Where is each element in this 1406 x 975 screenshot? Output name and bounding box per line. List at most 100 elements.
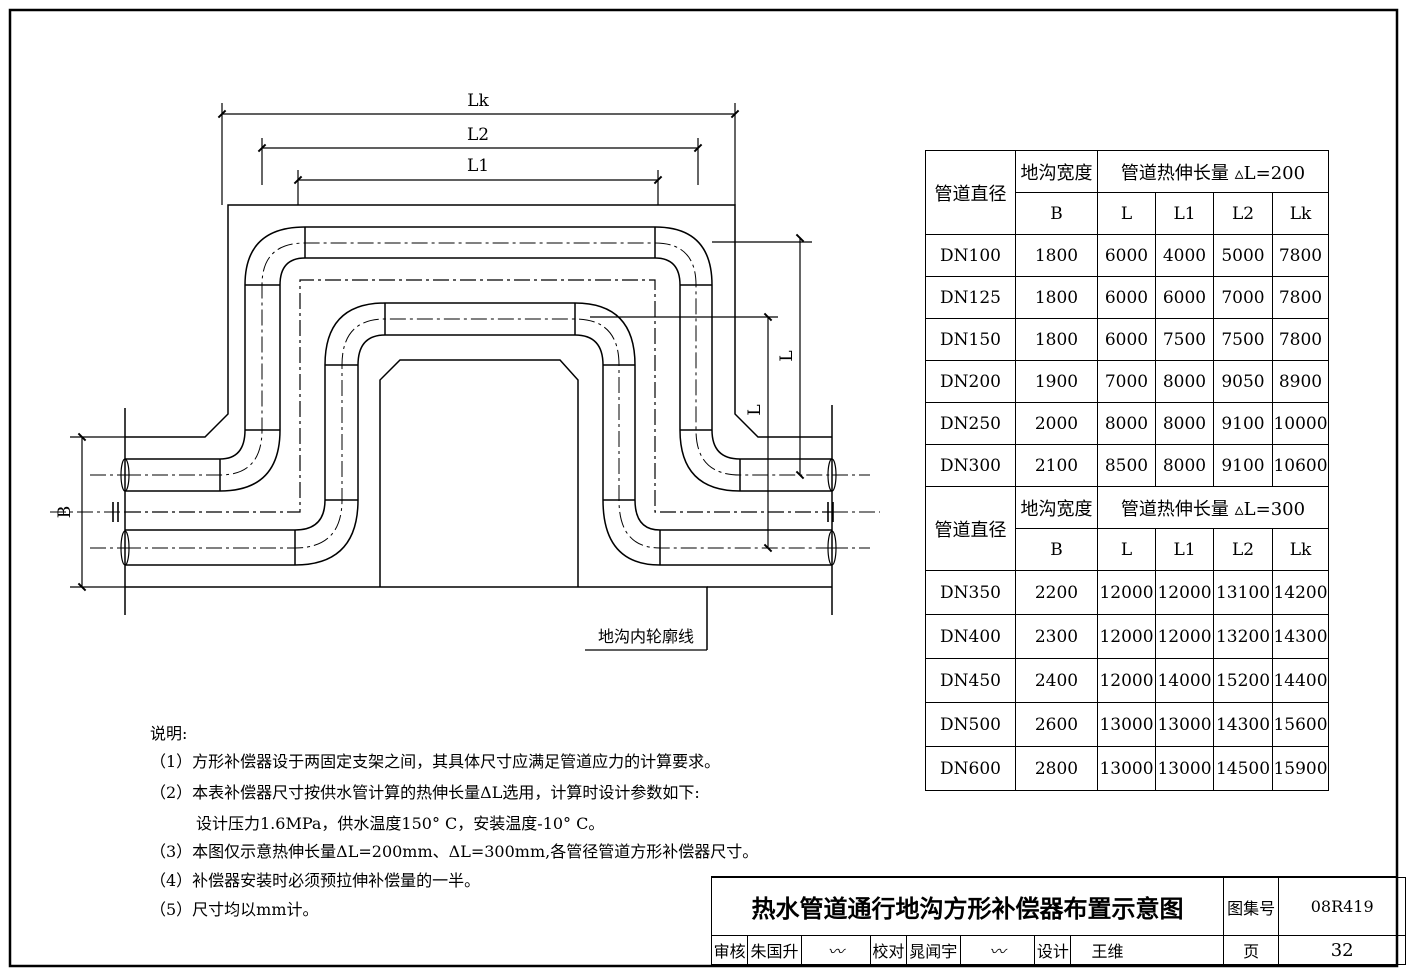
cell-l1: 12000 [1155, 570, 1214, 615]
sub-col-l1: L1 [1155, 192, 1214, 235]
trench-contour [124, 204, 833, 650]
cell-b: 1800 [1015, 234, 1098, 277]
cell-l1: 7500 [1155, 318, 1214, 361]
cell-b: 2200 [1015, 570, 1098, 615]
table-row: DN100 1800 6000 4000 5000 7800 [925, 234, 1329, 277]
cell-pipe: DN100 [925, 234, 1016, 277]
cell-lk: 15600 [1272, 702, 1329, 747]
cell-l1: 6000 [1155, 276, 1214, 319]
cell-l2: 9100 [1213, 444, 1273, 487]
cell-pipe: DN350 [925, 570, 1016, 615]
cell-l1: 8000 [1155, 360, 1214, 403]
cell-lk: 10000 [1272, 402, 1329, 445]
sub-col-l2: L2 [1213, 528, 1273, 571]
dim-b-label: B [55, 506, 75, 519]
compensator-size-table: 管道直径 地沟宽度 管道热伸长量 ▵L=200 B L L1 L2 Lk DN1… [925, 150, 1329, 791]
col-width-header: 地沟宽度 [1015, 486, 1098, 529]
trench-opening [379, 359, 579, 587]
table-row: DN500 2600 13000 13000 14300 15600 [925, 702, 1329, 747]
cell-b: 2300 [1015, 614, 1098, 659]
cell-b: 2100 [1015, 444, 1098, 487]
cell-b: 2400 [1015, 658, 1098, 703]
sub-col-l: L [1097, 192, 1156, 235]
sub-col-l2: L2 [1213, 192, 1273, 235]
col-pipe-header: 管道直径 [925, 150, 1016, 235]
cell-b: 1800 [1015, 276, 1098, 319]
note-item: 设计压力1.6MPa，供水温度150° C，安装温度-10° C。 [196, 814, 605, 833]
col-b-header: B [1015, 528, 1098, 571]
design-label: 设计 [1034, 935, 1072, 965]
review-label: 审核 [710, 935, 749, 965]
cell-b: 2600 [1015, 702, 1098, 747]
cell-lk: 10600 [1272, 444, 1329, 487]
sub-col-l: L [1097, 528, 1156, 571]
cell-l2: 9100 [1213, 402, 1273, 445]
check-label: 校对 [869, 935, 907, 965]
cell-l2: 7000 [1213, 276, 1273, 319]
cell-lk: 14200 [1272, 570, 1329, 615]
note-item: （5）尺寸均以mm计。 [150, 900, 319, 919]
cell-l: 12000 [1097, 658, 1156, 703]
cell-pipe: DN150 [925, 318, 1016, 361]
cell-l: 6000 [1097, 318, 1156, 361]
cell-b: 1900 [1015, 360, 1098, 403]
atlas-no-label: 图集号 [1222, 877, 1280, 936]
reviewer-signature: 〰 [800, 935, 871, 965]
group2-title: 管道热伸长量 ▵L=300 [1097, 486, 1329, 529]
table-row: DN125 1800 6000 6000 7000 7800 [925, 276, 1329, 319]
drawing-title: 热水管道通行地沟方形补偿器布置示意图 [711, 877, 1224, 936]
cell-l: 8500 [1097, 444, 1156, 487]
note-item: （4）补偿器安装时必须预拉伸补偿量的一半。 [150, 871, 481, 890]
cell-l: 13000 [1097, 702, 1156, 747]
inner-loop-pipe [125, 302, 832, 566]
cell-l1: 13000 [1155, 746, 1214, 791]
cell-pipe: DN500 [925, 702, 1016, 747]
cell-pipe: DN400 [925, 614, 1016, 659]
fixed-support-marks [112, 502, 834, 522]
cell-l1: 4000 [1155, 234, 1214, 277]
dim-lk-label: Lk [467, 91, 489, 111]
cell-pipe: DN125 [925, 276, 1016, 319]
cell-l1: 8000 [1155, 444, 1214, 487]
cell-l: 7000 [1097, 360, 1156, 403]
dim-l1-label: L1 [467, 156, 489, 176]
note-item: （3）本图仅示意热伸长量ΔL=200mm、ΔL=300mm,各管径管道方形补偿器… [150, 842, 759, 861]
cell-lk: 14300 [1272, 614, 1329, 659]
cell-l: 13000 [1097, 746, 1156, 791]
cell-lk: 15900 [1272, 746, 1329, 791]
table-row: DN150 1800 6000 7500 7500 7800 [925, 318, 1329, 361]
designer-name: 王维 [1070, 935, 1224, 965]
cell-l2: 14300 [1213, 702, 1273, 747]
page-number: 32 [1278, 935, 1406, 965]
cell-l1: 8000 [1155, 402, 1214, 445]
page-label: 页 [1222, 935, 1280, 965]
sub-col-lk: Lk [1272, 528, 1329, 571]
group1-title: 管道热伸长量 ▵L=200 [1097, 150, 1329, 193]
dim-l-outer-label: L [777, 350, 797, 361]
cell-l1: 14000 [1155, 658, 1214, 703]
checker-signature: 〰 [959, 935, 1036, 965]
cell-lk: 7800 [1272, 234, 1329, 277]
cell-b: 1800 [1015, 318, 1098, 361]
table-row: DN250 2000 8000 8000 9100 10000 [925, 402, 1329, 445]
contour-label: 地沟内轮廓线 [598, 627, 694, 646]
cell-lk: 14400 [1272, 658, 1329, 703]
table-row: DN400 2300 12000 12000 13200 14300 [925, 614, 1329, 659]
cell-b: 2800 [1015, 746, 1098, 791]
cell-l: 6000 [1097, 276, 1156, 319]
cell-pipe: DN300 [925, 444, 1016, 487]
dim-l-inner-label: L [745, 404, 765, 415]
inner-centerline [125, 279, 832, 513]
sheet-frame [8, 8, 1399, 968]
cell-l1: 12000 [1155, 614, 1214, 659]
notes-heading: 说明: [150, 724, 188, 743]
cell-pipe: DN450 [925, 658, 1016, 703]
title-block: 热水管道通行地沟方形补偿器布置示意图 图集号 08R419 审核 朱国升 〰 校… [710, 877, 1406, 965]
cell-b: 2000 [1015, 402, 1098, 445]
sub-col-l1: L1 [1155, 528, 1214, 571]
cell-l2: 15200 [1213, 658, 1273, 703]
note-item: （2）本表补偿器尺寸按供水管计算的热伸长量ΔL选用，计算时设计参数如下: [150, 783, 700, 802]
table-subheader-row: B L L1 L2 Lk [926, 192, 1329, 235]
cell-l2: 14500 [1213, 746, 1273, 791]
cell-lk: 7800 [1272, 318, 1329, 361]
